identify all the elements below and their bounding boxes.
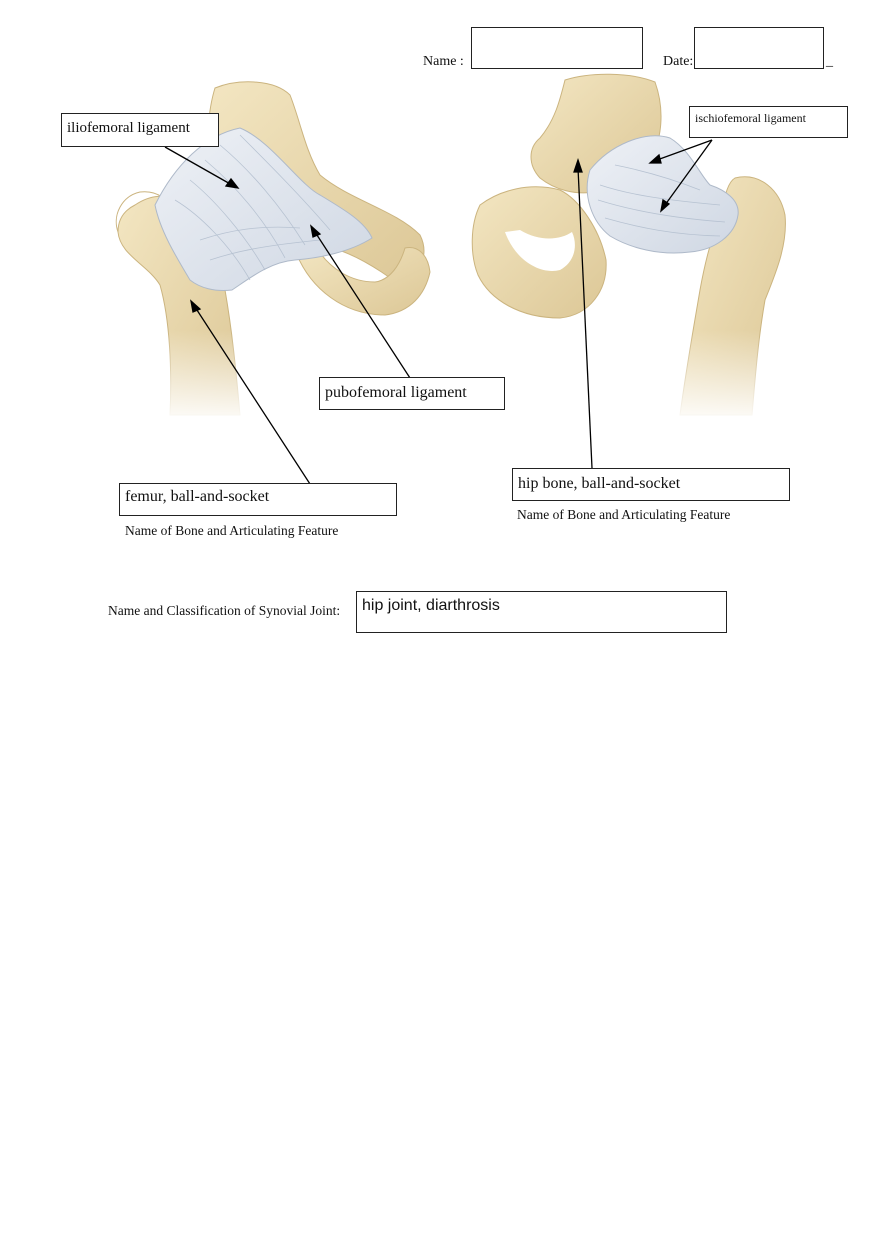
leader-lines <box>164 139 713 485</box>
anterior-view <box>100 81 431 425</box>
ischiofemoral-label[interactable]: ischiofemoral ligament <box>689 106 848 138</box>
joint-caption: Name and Classification of Synovial Join… <box>108 603 341 618</box>
right-capsule <box>586 135 739 254</box>
iliofemoral-label[interactable]: iliofemoral ligament <box>61 113 219 147</box>
right-bone-answer[interactable]: hip bone, ball-and-socket <box>512 468 790 501</box>
posterior-view <box>460 73 820 425</box>
date-label: Date: <box>663 54 694 69</box>
left-bone-caption: Name of Bone and Articulating Feature <box>125 523 339 538</box>
date-underline: _ <box>826 54 833 69</box>
left-pubis <box>294 246 431 316</box>
hip-joint-illustration <box>100 73 820 485</box>
pubofemoral-label[interactable]: pubofemoral ligament <box>319 377 505 410</box>
name-field[interactable] <box>471 27 643 69</box>
joint-answer[interactable]: hip joint, diarthrosis <box>356 591 727 633</box>
name-label: Name : <box>423 54 464 69</box>
left-bone-answer[interactable]: femur, ball-and-socket <box>119 483 397 516</box>
left-capsule <box>154 127 373 291</box>
date-field[interactable] <box>694 27 824 69</box>
right-bone-caption: Name of Bone and Articulating Feature <box>517 507 731 522</box>
